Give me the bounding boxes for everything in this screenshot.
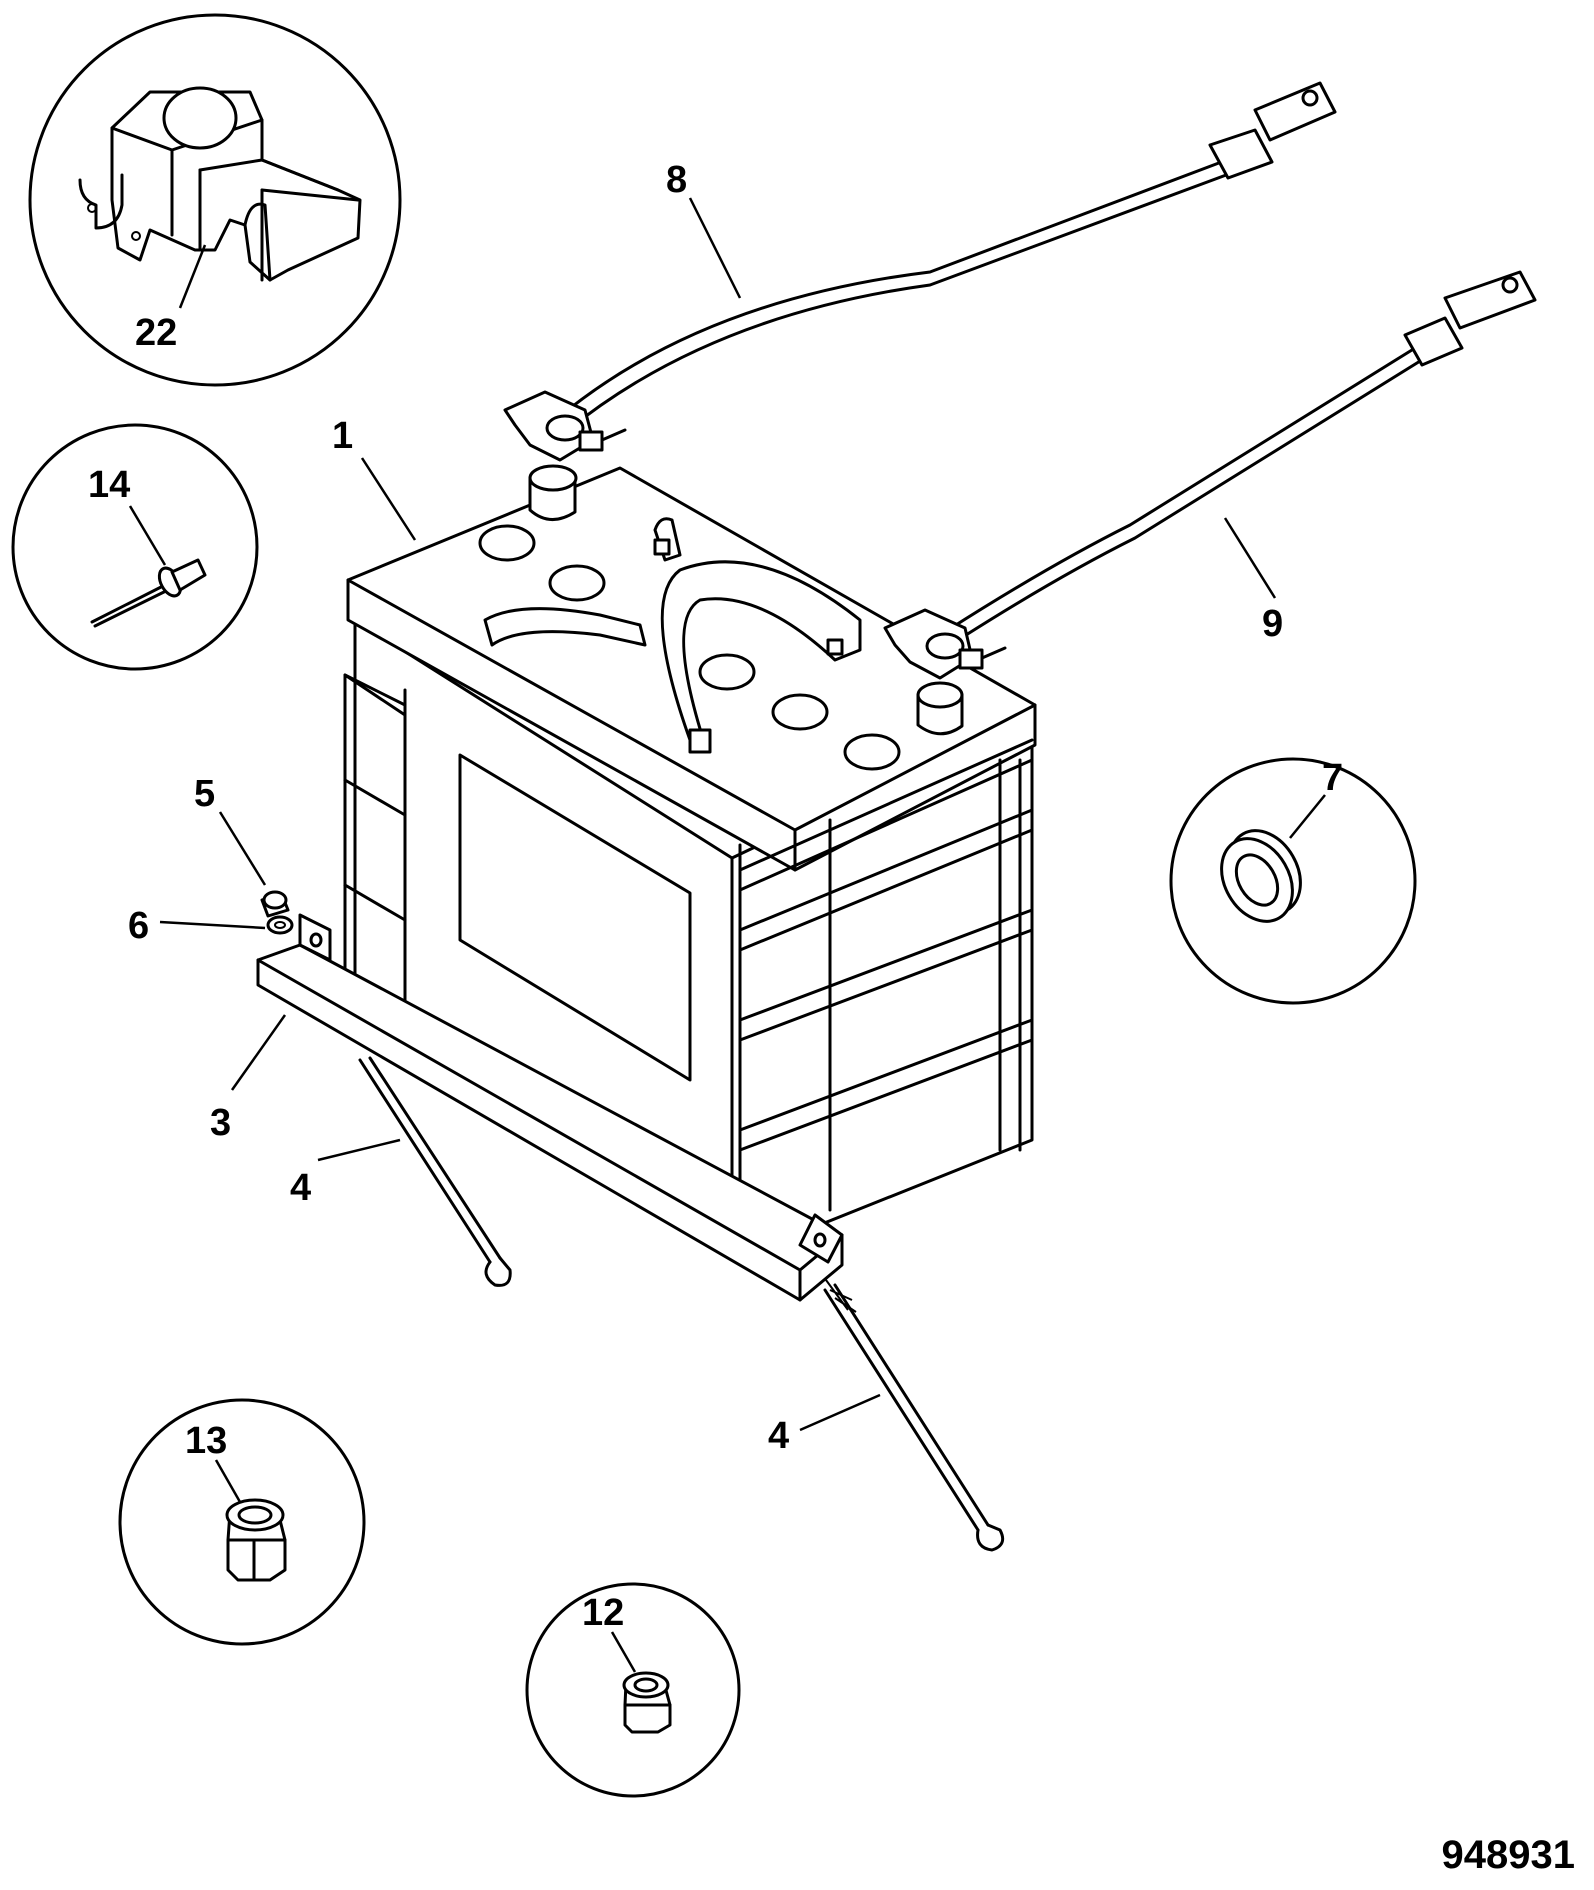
washer-6: 6: [128, 905, 294, 947]
label-7: 7: [1322, 757, 1343, 799]
label-12: 12: [582, 1592, 624, 1634]
detail-circle-rivet: 14: [11, 423, 259, 671]
leader-22: [178, 244, 207, 309]
battery-cable-9: 9: [883, 270, 1537, 680]
battery-terminal-positive: [528, 464, 578, 521]
leader-1: [360, 457, 417, 541]
label-5: 5: [194, 773, 215, 815]
label-13: 13: [185, 1420, 227, 1462]
nut-13-drawing: [225, 1498, 287, 1582]
leader-7: [1289, 794, 1326, 839]
detail-circle-nut-12: 12: [525, 1582, 741, 1798]
vent-caps: [478, 524, 901, 771]
battery-cable-8: 8: [503, 81, 1337, 462]
label-8: 8: [666, 159, 687, 201]
leader-3: [230, 1014, 287, 1091]
battery-handle: [483, 517, 862, 754]
leader-6: [159, 920, 266, 930]
leader-4-left: [317, 1138, 401, 1162]
nut-5: 5: [194, 773, 290, 918]
leader-12: [610, 1631, 637, 1673]
label-4-left: 4: [290, 1167, 311, 1209]
hold-down-rod-right: 4: [768, 1279, 1005, 1552]
label-1: 1: [332, 415, 353, 457]
label-3: 3: [210, 1102, 231, 1144]
leader-9: [1223, 517, 1277, 599]
grommet-drawing: [1220, 829, 1302, 923]
leader-8: [688, 197, 742, 299]
nut-12-drawing: [622, 1671, 672, 1734]
leader-14: [128, 505, 167, 566]
battery: 1: [332, 415, 1037, 1262]
label-6: 6: [128, 905, 149, 947]
hold-down-rod-left: 4: [290, 1056, 512, 1287]
label-9: 9: [1262, 603, 1283, 645]
detail-circle-nut-13: 13: [118, 1398, 366, 1646]
detail-circle-terminal-cover: 22: [28, 13, 402, 387]
leader-13: [214, 1459, 242, 1503]
battery-terminal-negative: [916, 681, 964, 736]
label-4-right: 4: [768, 1415, 789, 1457]
terminal-cover-drawing: [78, 86, 362, 282]
label-22: 22: [135, 312, 177, 354]
detail-circle-grommet: 7: [1169, 757, 1417, 1005]
leader-4-right: [799, 1393, 881, 1432]
leader-5: [218, 811, 267, 886]
label-14: 14: [88, 464, 130, 506]
figure-number: 948931: [1442, 1833, 1575, 1877]
rivet-drawing: [90, 558, 207, 628]
hold-down-bracket: 3: [210, 913, 844, 1302]
